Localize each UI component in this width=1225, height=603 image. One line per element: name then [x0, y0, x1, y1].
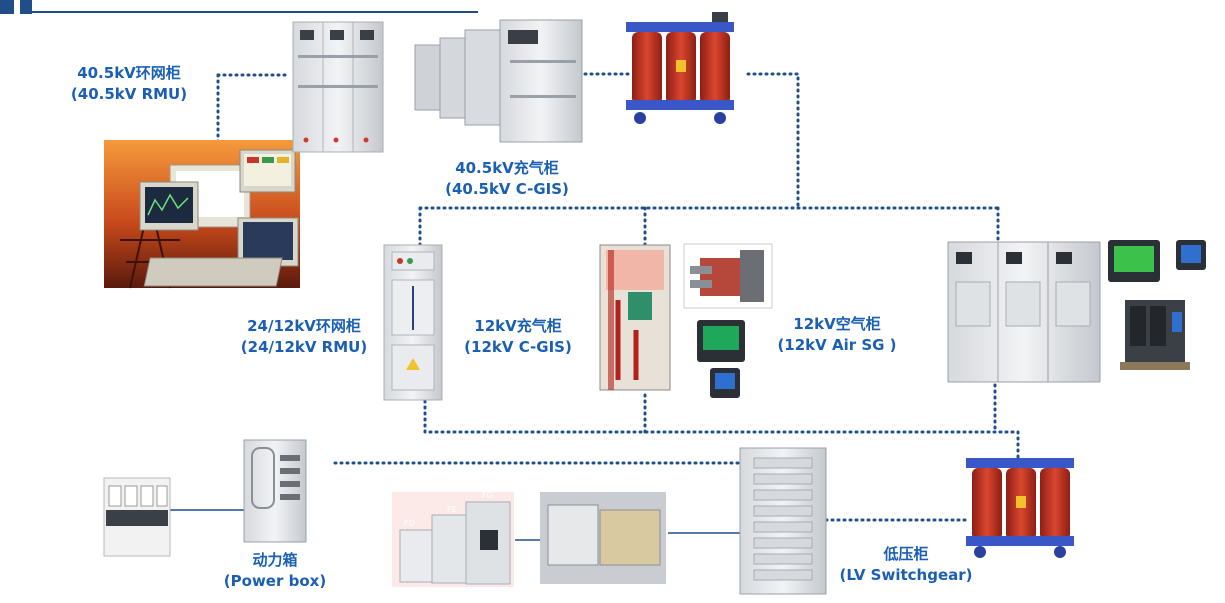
power-box-icon: [243, 439, 307, 543]
label-airsg-12: 12kV空气柜 (12kV Air SG ): [752, 314, 922, 356]
label-en: (Power box): [223, 572, 327, 590]
label-en: (24/12kV RMU): [240, 338, 368, 356]
breaker-label-fd: FD: [404, 519, 415, 528]
lv-switchgear-icon: [739, 447, 827, 595]
acb-breaker-icon: [540, 492, 666, 584]
transformer-lv-icon: [966, 458, 1074, 558]
breaker-label-fe: FE: [447, 505, 457, 514]
label-en: (12kV C-GIS): [464, 338, 572, 356]
label-zh: 40.5kV充气柜: [455, 159, 559, 177]
label-zh: 12kV充气柜: [474, 317, 562, 335]
connector-lines: [216, 72, 1020, 522]
label-zh: 40.5kV环网柜: [77, 64, 181, 82]
label-en: (LV Switchgear): [839, 566, 973, 584]
transformer-icon: [626, 12, 734, 124]
label-zh: 24/12kV环网柜: [247, 317, 361, 335]
rmu-24-cabinet-icon: [383, 244, 443, 401]
mcb-icon: [103, 477, 171, 557]
cgis-405-cabinet-icon: [414, 19, 583, 143]
label-rmu-405: 40.5kV环网柜 (40.5kV RMU): [40, 63, 218, 105]
cgis-12-cabinet-icon: [599, 244, 671, 391]
label-cgis-12: 12kV充气柜 (12kV C-GIS): [438, 316, 598, 358]
title-bar-decoration: [0, 0, 478, 14]
label-zh: 低压柜: [883, 545, 929, 563]
label-zh: 动力箱: [252, 551, 298, 569]
breaker-frame-labels: FG FE FD: [404, 491, 493, 528]
breaker-label-fg: FG: [482, 491, 493, 500]
label-zh: 12kV空气柜: [793, 315, 881, 333]
label-en: (40.5kV RMU): [70, 85, 188, 103]
scada-workstation-icon: [104, 140, 300, 289]
airsg-12-cabinet-icon: [947, 241, 1101, 383]
label-en: (40.5kV C-GIS): [445, 180, 569, 198]
vacuum-breaker-icon: [1120, 300, 1190, 370]
label-lvsg: 低压柜 (LV Switchgear): [820, 544, 992, 586]
meter-icon: [697, 240, 1206, 398]
rmu-405-cabinet-icon: [292, 21, 384, 153]
label-rmu-24: 24/12kV环网柜 (24/12kV RMU): [215, 316, 393, 358]
label-en: (12kV Air SG ): [777, 336, 897, 354]
circuit-breaker-icon: [392, 492, 514, 587]
label-powerbox: 动力箱 (Power box): [200, 550, 350, 592]
vcb-module-icon: [683, 243, 773, 309]
label-cgis-405: 40.5kV充气柜 (40.5kV C-GIS): [418, 158, 596, 200]
